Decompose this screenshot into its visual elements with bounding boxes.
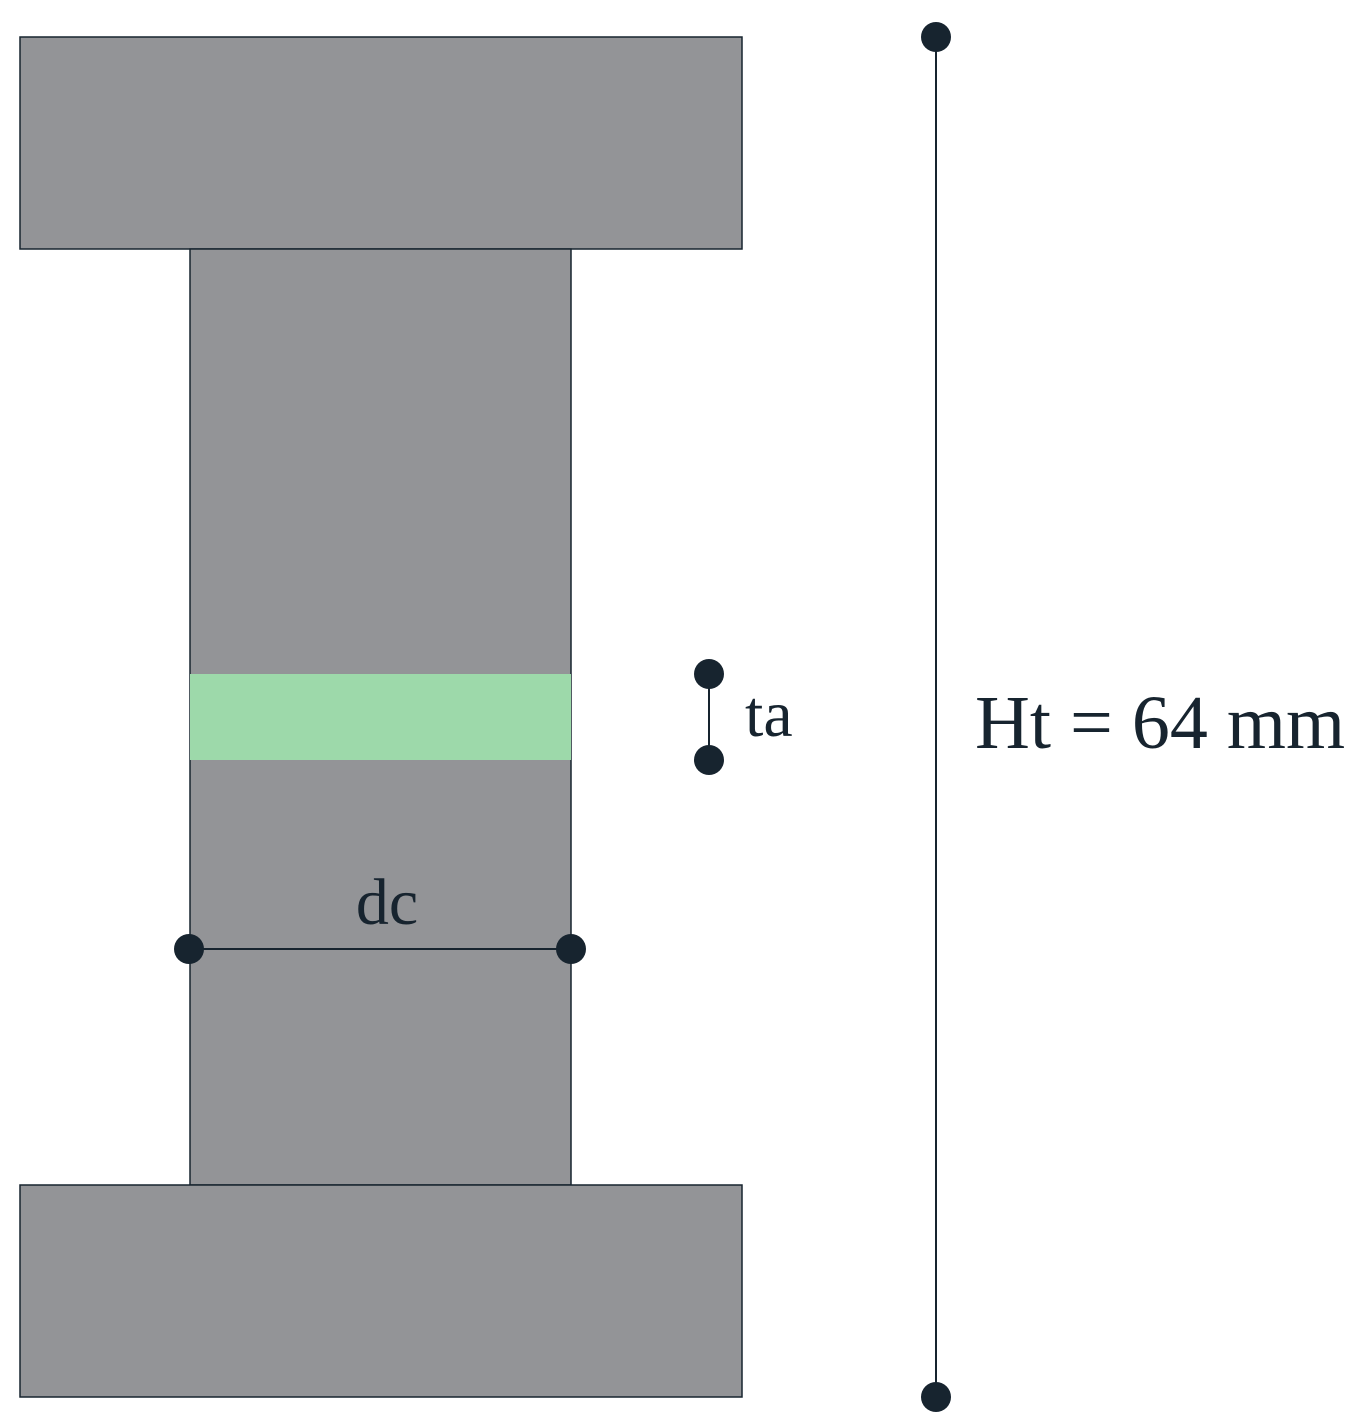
- core-diameter-label: dc: [356, 866, 418, 939]
- top-end-cap: [19, 36, 743, 250]
- total-height-label: Ht = 64 mm: [975, 681, 1345, 765]
- adhesive-thickness-top-point: [694, 659, 724, 689]
- adhesive-thickness-dimension: ta: [694, 659, 793, 775]
- adhesive-thickness-bottom-point: [694, 745, 724, 775]
- total-height-bottom-point: [921, 1382, 951, 1412]
- total-height-top-point: [921, 22, 951, 52]
- core-diameter-right-point: [556, 934, 586, 964]
- total-height-dimension: Ht = 64 mm: [921, 22, 1345, 1412]
- core-diameter-dimension: dc: [174, 866, 586, 964]
- core-diameter-left-point: [174, 934, 204, 964]
- adhesive-thickness-label: ta: [745, 678, 793, 751]
- bottom-end-cap: [19, 1184, 743, 1398]
- adhesive-layer: [190, 674, 571, 760]
